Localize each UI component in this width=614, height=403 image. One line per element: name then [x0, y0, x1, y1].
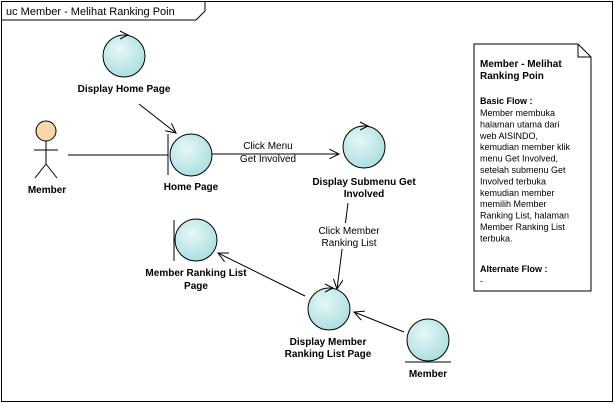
frame-title: uc Member - Melihat Ranking Poin — [6, 6, 175, 18]
flow-entity-to-display — [354, 312, 405, 333]
note-basic-flow-line: Member Ranking List — [480, 222, 566, 232]
click-menu-label: Click Menu Get Involved — [240, 141, 296, 165]
display-ranking-label-2: Ranking List Page — [285, 349, 372, 360]
note-basic-flow-line: menu Get Involved, — [480, 154, 558, 164]
boundary-home-page: Home Page — [164, 133, 219, 193]
actor-member-label: Member — [28, 185, 66, 196]
note-basic-flow-line: Ranking List, halaman — [480, 211, 569, 221]
display-home-label: Display Home Page — [78, 84, 171, 95]
note-basic-flow-line: halaman utama dari — [480, 119, 560, 129]
click-member-label: Click Member Ranking List — [314, 223, 384, 249]
display-submenu-label-2: Involved — [344, 189, 385, 200]
note-basic-flow-line: terbuka. — [480, 233, 513, 243]
control-display-submenu: Display Submenu Get Involved — [312, 121, 416, 200]
note-title-1: Member - Melihat — [480, 59, 562, 70]
flow-display-home-to-home — [138, 103, 176, 133]
actor-head — [35, 120, 57, 142]
svg-text:Ranking List: Ranking List — [321, 238, 376, 249]
scenario-note: Member - Melihat Ranking Poin Basic Flow… — [473, 43, 592, 292]
actor-member: Member — [28, 120, 66, 196]
entity-member: Member — [405, 318, 451, 380]
note-basic-flow-line: memilih Member — [480, 199, 547, 209]
home-page-label: Home Page — [164, 182, 219, 193]
svg-text:Click Menu: Click Menu — [243, 141, 292, 152]
note-basic-flow-line: setelah submenu Get — [480, 165, 566, 175]
flow-to-ranking-list-page — [218, 253, 306, 297]
display-ranking-label-1: Display Member — [290, 337, 367, 348]
svg-text:Click Member: Click Member — [318, 226, 380, 237]
frame-tab — [1, 1, 206, 21]
note-alternate-flow-heading: Alternate Flow : — [480, 264, 548, 274]
note-fold — [577, 44, 591, 58]
display-submenu-label-1: Display Submenu Get — [312, 177, 416, 188]
control-display-ranking-list: Display Member Ranking List Page — [285, 283, 372, 360]
ranking-list-page-label-2: Page — [184, 281, 208, 292]
note-basic-flow-line: kemudian member klik — [480, 142, 571, 152]
note-basic-flow-line: Member membuka — [480, 108, 555, 118]
note-title-2: Ranking Poin — [480, 71, 544, 82]
svg-text:Get Involved: Get Involved — [240, 154, 296, 165]
note-alternate-flow-text: - — [480, 276, 483, 286]
note-basic-flow-heading: Basic Flow : — [480, 96, 533, 106]
control-display-home-page: Display Home Page — [78, 30, 171, 95]
boundary-member-ranking-list-page: Member Ranking List Page — [145, 218, 247, 292]
note-basic-flow-line: kemudian member — [480, 188, 555, 198]
ranking-list-page-label-1: Member Ranking List — [145, 268, 247, 279]
note-basic-flow-line: web AISINDO, — [479, 131, 538, 141]
note-box — [473, 43, 592, 292]
entity-member-label: Member — [409, 369, 447, 380]
note-basic-flow-line: Involved terbuka — [480, 176, 546, 186]
